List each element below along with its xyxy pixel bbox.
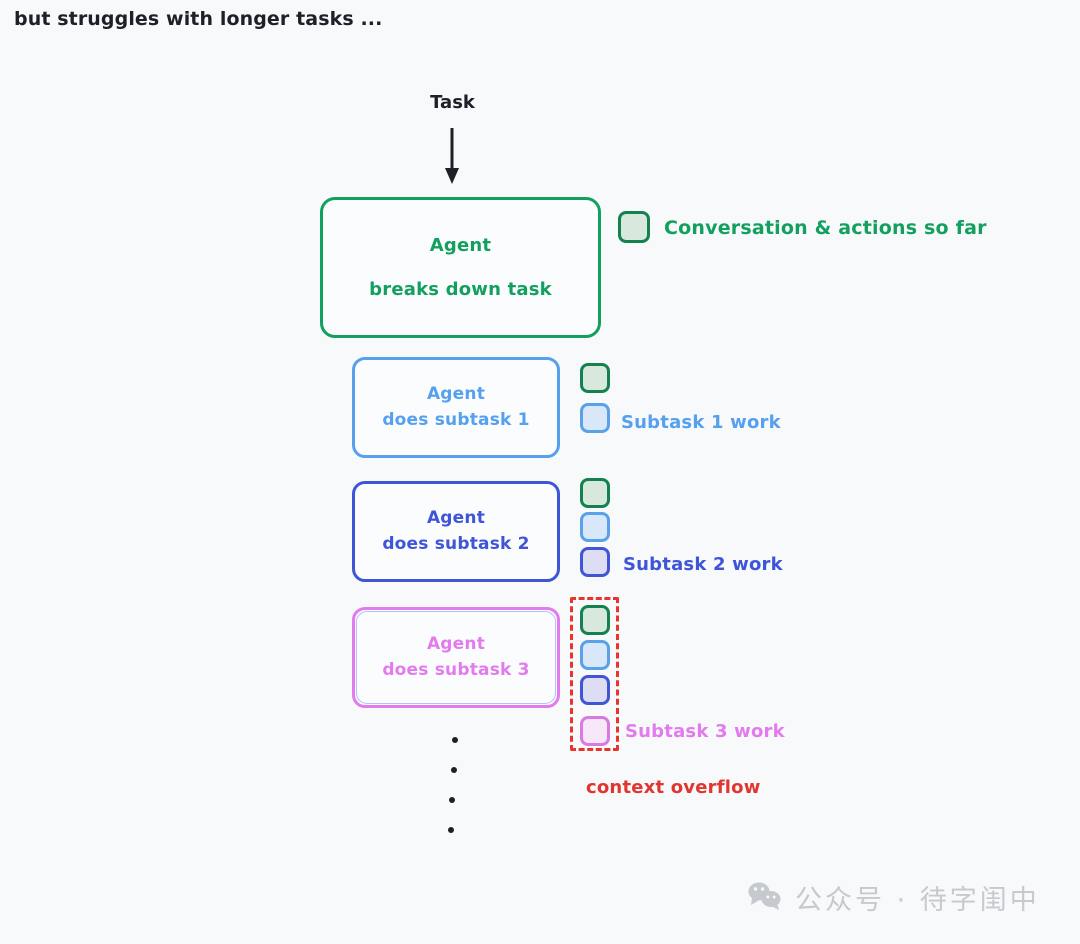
context-chip-blue: [580, 512, 610, 542]
ellipsis-dot: [448, 827, 454, 833]
agent-subtask-2-box: Agent does subtask 2: [352, 481, 560, 582]
context-chip-green: [580, 478, 610, 508]
agent-subtask-3-box: Agent does subtask 3: [352, 607, 560, 708]
context-chip-blue: [580, 403, 610, 433]
page-title: but struggles with longer tasks ...: [14, 8, 383, 30]
box-line-2: does subtask 1: [382, 410, 530, 430]
context-chip-indigo: [580, 675, 610, 705]
box-line-2: breaks down task: [369, 278, 552, 300]
context-overflow-frame: [570, 597, 619, 751]
box-line-2: does subtask 3: [382, 660, 530, 680]
green-rounded-square-icon: [618, 211, 650, 243]
ellipsis-dot: [452, 737, 458, 743]
agent-breaks-down-task-box: Agent breaks down task: [320, 197, 601, 338]
context-chip-pink: [580, 716, 610, 746]
box-line-1: Agent: [429, 234, 492, 256]
wechat-icon: [748, 881, 782, 914]
box-line-1: Agent: [426, 384, 486, 404]
box-line-1: Agent: [426, 634, 486, 654]
subtask-2-context-label: Subtask 2 work: [623, 554, 783, 575]
watermark-text: 公众号 · 待字闺中: [795, 885, 1040, 916]
watermark: 公众号 · 待字闺中: [748, 878, 1040, 917]
context-chip-green: [580, 605, 610, 635]
agent-subtask-1-box: Agent does subtask 1: [352, 357, 560, 458]
box-line-1: Agent: [426, 508, 486, 528]
legend-label: Conversation & actions so far: [664, 217, 987, 239]
task-source-label: Task: [430, 92, 475, 113]
context-chip-blue: [580, 640, 610, 670]
context-chip-indigo: [580, 547, 610, 577]
subtask-3-context-label: Subtask 3 work: [625, 721, 785, 742]
subtask-1-context-label: Subtask 1 work: [621, 412, 781, 433]
ellipsis-dot: [449, 797, 455, 803]
context-chip-green: [580, 363, 610, 393]
down-arrow-icon: [432, 128, 472, 188]
box-line-2: does subtask 2: [382, 534, 530, 554]
ellipsis-dot: [451, 767, 457, 773]
context-overflow-caption: context overflow: [586, 777, 761, 798]
